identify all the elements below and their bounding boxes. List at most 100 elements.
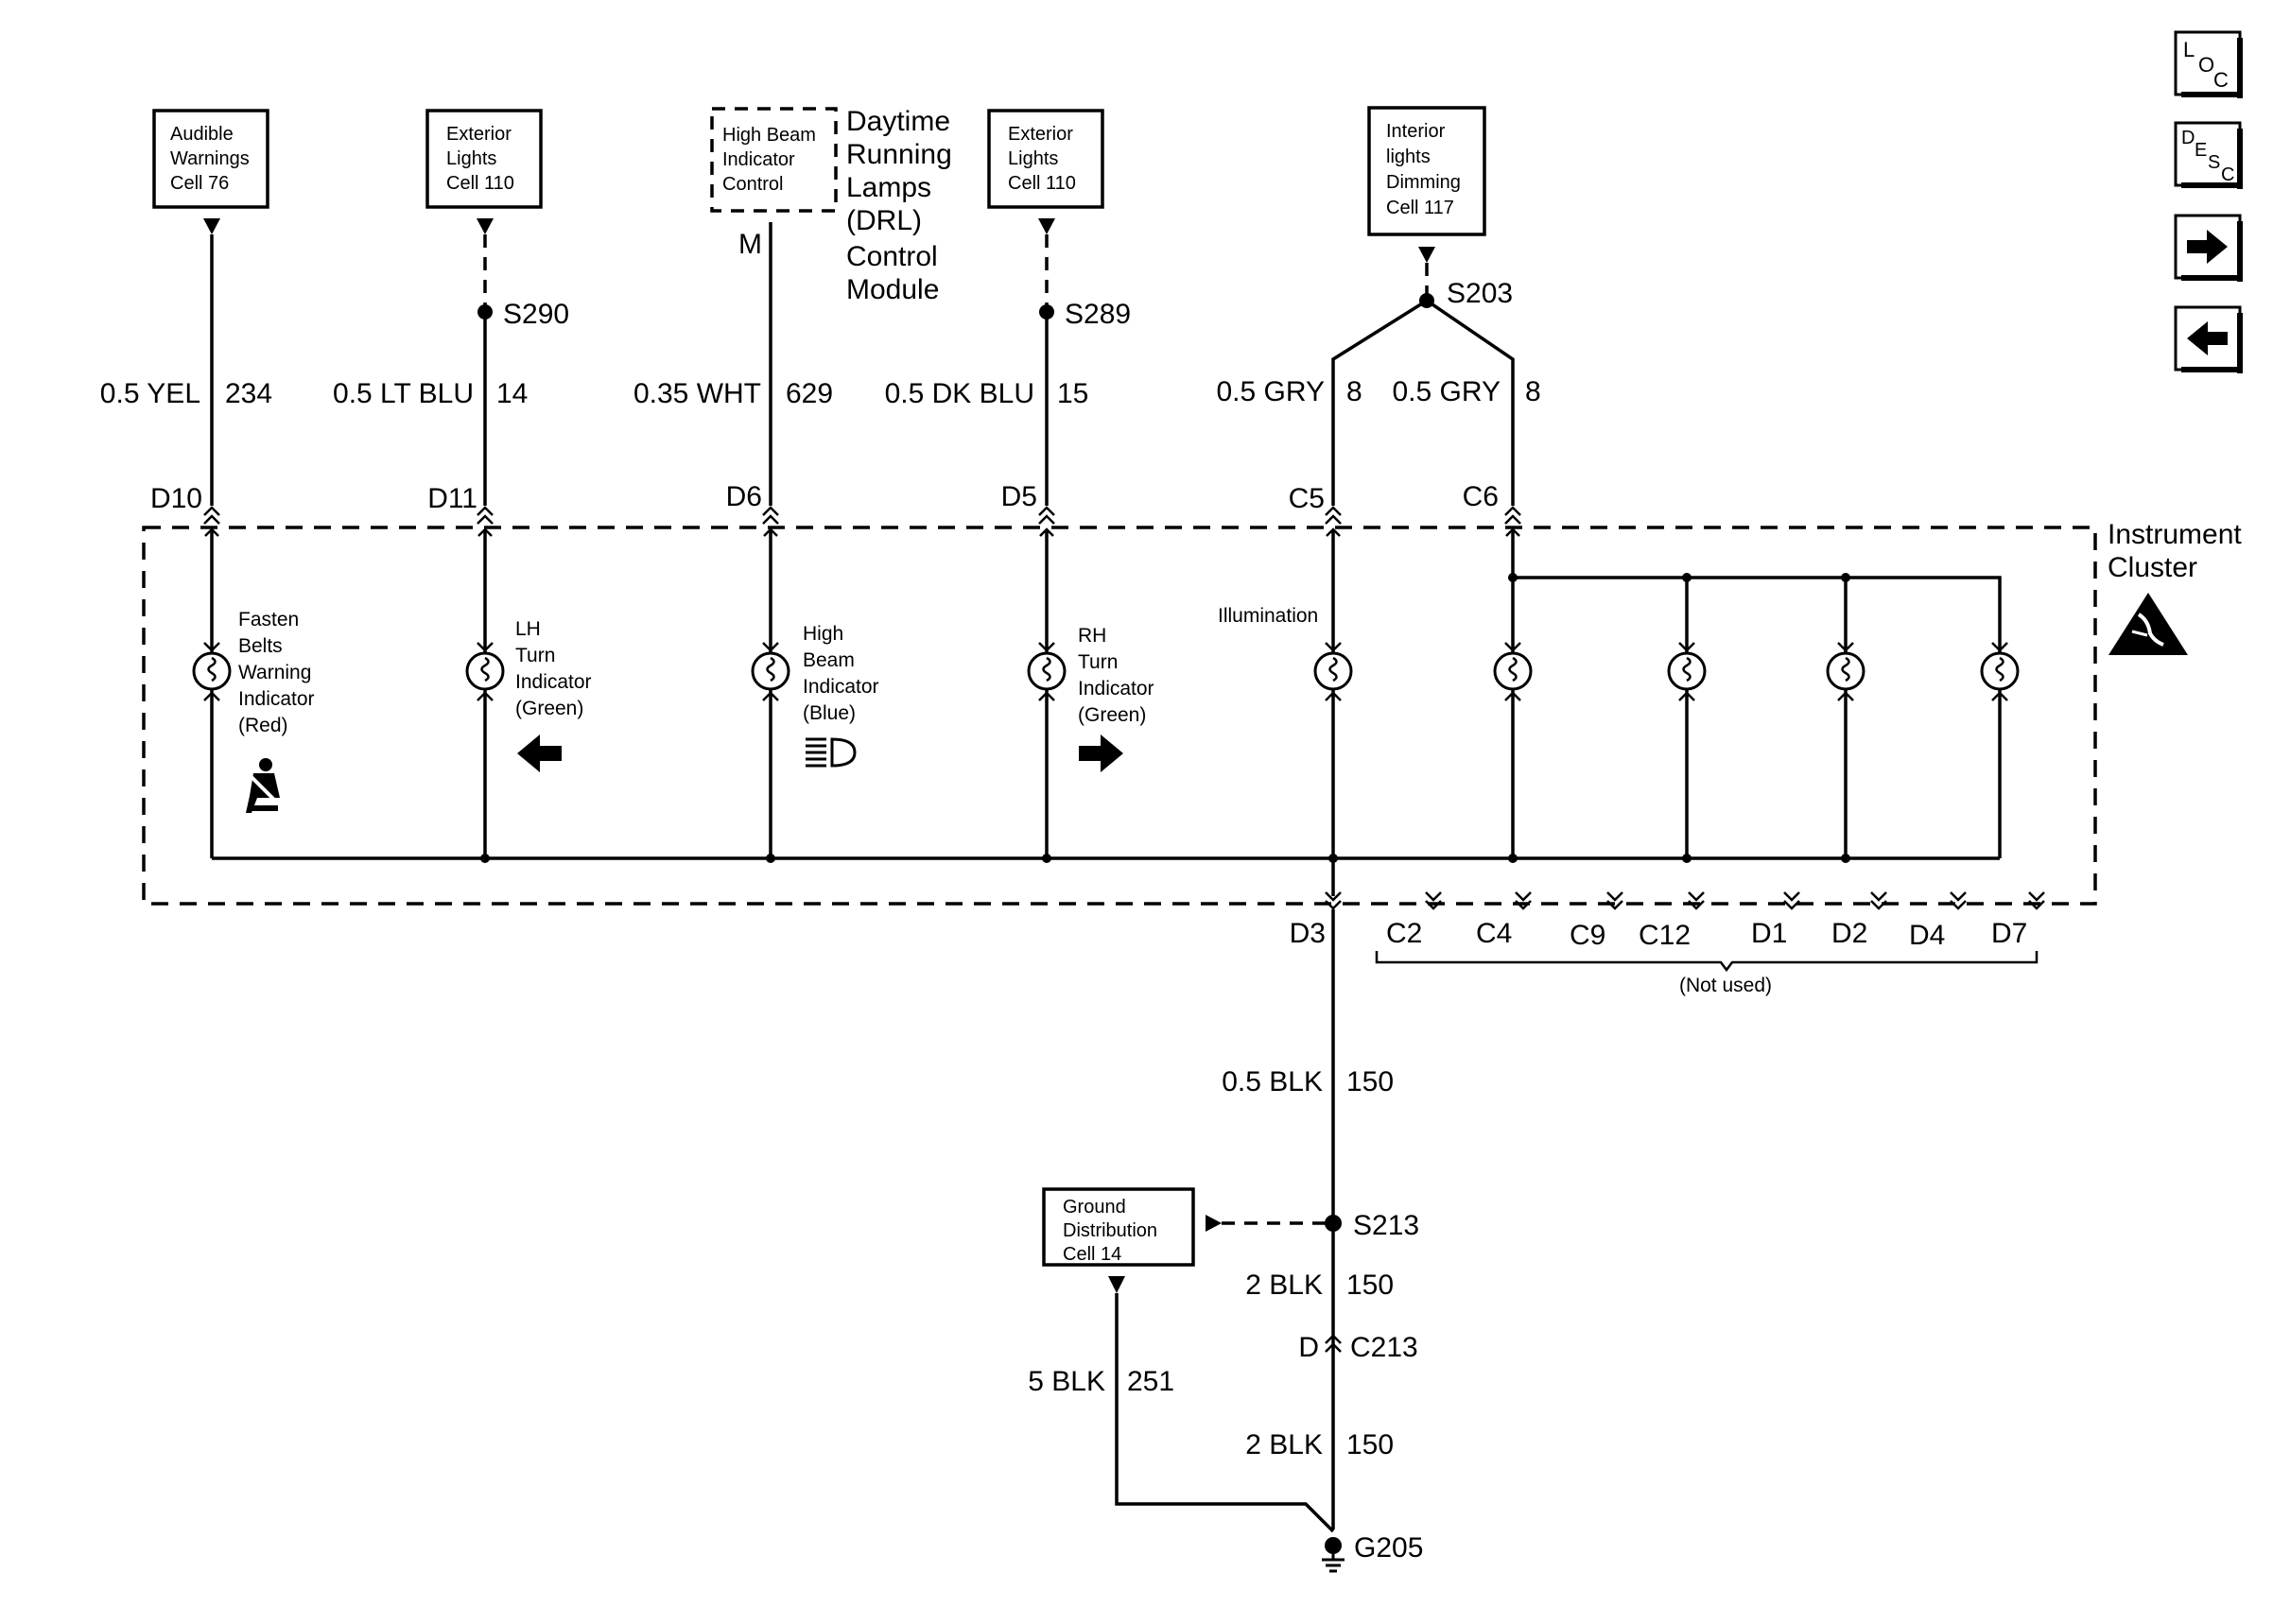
wire-label-8b: 0.5 GRY 8 (1392, 376, 1540, 407)
exterior-lights-box-2[interactable]: Exterior Lights Cell 110 (987, 109, 1104, 209)
pin-label: C5 (1289, 483, 1325, 514)
drl-text: (DRL) (846, 205, 922, 236)
svg-text:Beam: Beam (803, 649, 855, 671)
svg-text:Turn: Turn (515, 645, 555, 666)
drl-text: Control (846, 241, 938, 272)
svg-text:2 BLK: 2 BLK (1245, 1270, 1323, 1301)
bulb-icon (192, 642, 232, 701)
svg-text:Turn: Turn (1078, 651, 1118, 673)
svg-text:High: High (803, 623, 843, 645)
svg-text:(Blue): (Blue) (803, 702, 856, 724)
wire-label-150a: 0.5 BLK 150 (1222, 1066, 1394, 1097)
drl-text: Lamps (846, 172, 931, 203)
svg-text:(Red): (Red) (238, 715, 288, 736)
pin-label: D1 (1751, 918, 1787, 949)
box-text: Cell 110 (446, 173, 514, 194)
bulb-icon (1980, 642, 2020, 701)
box-text: Lights (446, 148, 496, 169)
svg-text:5 BLK: 5 BLK (1028, 1366, 1105, 1397)
pin-m-label: M (738, 229, 762, 260)
box-text: Exterior (446, 124, 512, 145)
bulb-icon (465, 642, 505, 701)
arrow-right-icon (2187, 230, 2228, 264)
svg-text:Indicator: Indicator (515, 671, 592, 693)
prev-button[interactable] (2174, 305, 2243, 373)
bulb-icon (1493, 642, 1533, 701)
ground-point (1325, 1537, 1342, 1554)
wire-label-150b: 2 BLK 150 (1245, 1270, 1394, 1301)
splice-s203 (1419, 293, 1434, 308)
desc-letter: S (2208, 152, 2220, 173)
next-button[interactable] (2174, 214, 2243, 282)
seatbelt-icon (246, 758, 282, 813)
wire-label-15: 0.5 DK BLU 15 (885, 378, 1089, 409)
pin-label: D5 (1001, 481, 1037, 512)
interior-lights-dimming-box[interactable]: Interior lights Dimming Cell 117 (1367, 106, 1486, 236)
ground-label: G205 (1354, 1532, 1423, 1564)
cluster-internal-wires (210, 529, 2002, 896)
audible-warnings-box[interactable]: Audible Warnings Cell 76 (152, 109, 269, 209)
pin-label: C6 (1463, 481, 1499, 512)
svg-text:2 BLK: 2 BLK (1245, 1429, 1323, 1460)
box-text: Distribution (1063, 1220, 1157, 1241)
box-text: Cell 14 (1063, 1244, 1121, 1265)
connector-bottom-pins (1325, 891, 2045, 910)
loc-letter: C (2213, 68, 2229, 92)
box-text: Control (722, 174, 783, 195)
pin-label: D2 (1831, 918, 1867, 949)
pin-label: D4 (1909, 920, 1945, 951)
box-text: Warnings (170, 148, 250, 169)
bulb-icon (1027, 642, 1067, 701)
wire-251 (1115, 1293, 1335, 1533)
desc-button[interactable]: D E S C (2174, 121, 2243, 189)
loc-letter: O (2198, 53, 2214, 77)
splice-label: S290 (503, 299, 569, 330)
cluster-title: Cluster (2108, 552, 2197, 583)
box-text: Lights (1008, 148, 1058, 169)
splice-s213 (1325, 1215, 1342, 1232)
exterior-lights-box-1[interactable]: Exterior Lights Cell 110 (425, 109, 543, 209)
not-used-bracket (1375, 951, 2039, 973)
loc-letter: L (2183, 38, 2195, 61)
ground-distribution-box[interactable]: Ground Distribution Cell 14 (1042, 1187, 1195, 1267)
svg-text:(Green): (Green) (1078, 704, 1146, 726)
svg-text:LH: LH (515, 618, 541, 640)
splice-label: S213 (1353, 1210, 1419, 1241)
svg-text:629: 629 (786, 378, 833, 409)
cluster-title: Instrument (2108, 519, 2242, 550)
desc-letter: E (2195, 140, 2207, 161)
connector-c213 (1325, 1334, 1342, 1353)
box-text: Cell 76 (170, 173, 229, 194)
desc-letter: C (2221, 164, 2234, 185)
svg-text:234: 234 (225, 378, 272, 409)
internal-pin-marks (204, 527, 1520, 537)
svg-text:8: 8 (1525, 376, 1541, 407)
turn-left-arrow-icon (517, 734, 562, 772)
bulb-icon (1313, 642, 1353, 701)
loc-button[interactable]: L O C (2174, 30, 2243, 98)
svg-text:Indicator: Indicator (1078, 678, 1154, 700)
connector-label: C213 (1350, 1332, 1418, 1363)
svg-text:150: 150 (1346, 1429, 1394, 1460)
esd-warning-icon (2108, 593, 2188, 655)
instrument-cluster-boundary (142, 526, 2097, 906)
wire-label-234: 0.5 YEL 234 (100, 378, 272, 409)
svg-text:14: 14 (496, 378, 528, 409)
box-text: Cell 110 (1008, 173, 1076, 194)
svg-text:8: 8 (1346, 376, 1362, 407)
high-beam-indicator-control-box[interactable]: High Beam Indicator Control (710, 107, 838, 213)
pin-label: C9 (1570, 920, 1605, 951)
svg-text:0.5 GRY: 0.5 GRY (1216, 376, 1325, 407)
not-used-label: (Not used) (1679, 975, 1772, 996)
arrow-right-small-icon (1206, 1215, 1222, 1232)
box-text: Exterior (1008, 124, 1073, 145)
indicator-bulb-icons (192, 642, 2020, 701)
svg-text:0.5 DK BLU: 0.5 DK BLU (885, 378, 1034, 409)
svg-text:0.5 GRY: 0.5 GRY (1392, 376, 1501, 407)
drl-text: Running (846, 139, 952, 170)
splice-label: S289 (1065, 299, 1131, 330)
illumination-label: Illumination (1218, 605, 1318, 627)
wire-label-251: 5 BLK 251 (1028, 1366, 1174, 1397)
svg-text:Belts: Belts (238, 635, 283, 657)
